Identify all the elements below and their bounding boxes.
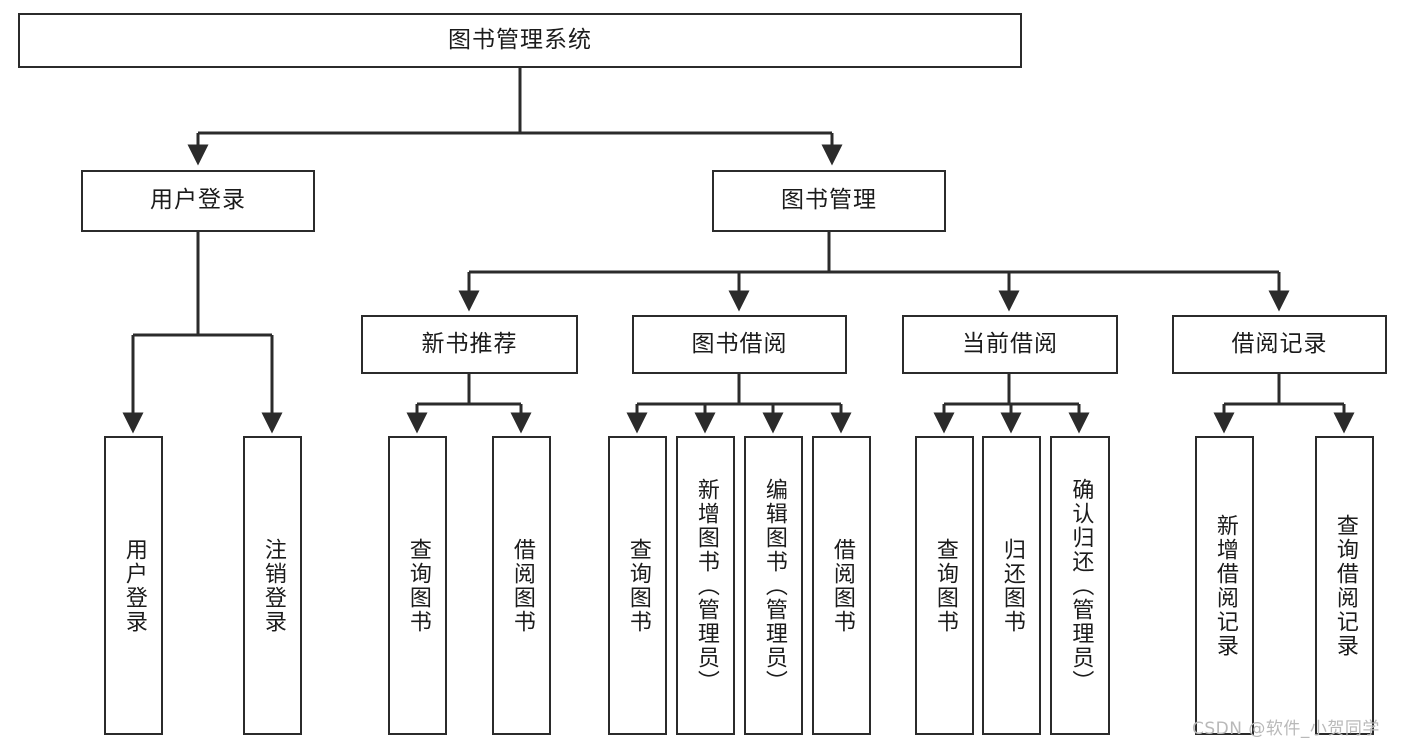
node-leaf-confirm-return-admin[interactable]: 确认归还（管理员） xyxy=(1050,436,1110,735)
node-label: 用户登录 xyxy=(150,187,246,214)
node-label: 图书借阅 xyxy=(691,330,788,357)
node-leaf-borrow-book-recommend[interactable]: 借阅图书 xyxy=(492,436,551,735)
node-leaf-edit-book-admin[interactable]: 编辑图书（管理员） xyxy=(744,436,803,735)
node-label: 当前借阅 xyxy=(962,330,1058,357)
node-leaf-query-borrow-record[interactable]: 查询借阅记录 xyxy=(1315,436,1374,735)
node-label: 查询图书 xyxy=(405,537,431,634)
node-leaf-query-book-recommend[interactable]: 查询图书 xyxy=(388,436,447,735)
node-book-management-system[interactable]: 图书管理系统 xyxy=(18,13,1022,68)
node-borrow-record[interactable]: 借阅记录 xyxy=(1172,315,1387,374)
node-leaf-return-book[interactable]: 归还图书 xyxy=(982,436,1041,735)
node-label: 查询借阅记录 xyxy=(1332,513,1358,658)
node-current-borrow[interactable]: 当前借阅 xyxy=(902,315,1118,374)
node-leaf-logout-login[interactable]: 注销登录 xyxy=(243,436,302,735)
node-label: 新增图书（管理员） xyxy=(693,477,719,694)
node-leaf-query-book-current[interactable]: 查询图书 xyxy=(915,436,974,735)
node-label: 查询图书 xyxy=(625,537,651,634)
node-leaf-user-login[interactable]: 用户登录 xyxy=(104,436,163,735)
node-label: 新书推荐 xyxy=(421,330,518,357)
node-label: 借阅图书 xyxy=(829,537,855,634)
node-label: 确认归还（管理员） xyxy=(1068,477,1094,694)
node-user-login[interactable]: 用户登录 xyxy=(81,170,315,232)
node-leaf-query-book-borrow[interactable]: 查询图书 xyxy=(608,436,667,735)
node-label: 编辑图书（管理员） xyxy=(761,477,787,694)
node-label: 用户登录 xyxy=(121,537,147,634)
node-label: 借阅图书 xyxy=(509,537,535,634)
node-label: 查询图书 xyxy=(932,537,958,634)
node-label: 归还图书 xyxy=(999,537,1025,634)
node-book-borrow[interactable]: 图书借阅 xyxy=(632,315,847,374)
node-leaf-add-borrow-record[interactable]: 新增借阅记录 xyxy=(1195,436,1254,735)
node-label: 图书管理系统 xyxy=(448,26,592,53)
node-leaf-borrow-book-borrow[interactable]: 借阅图书 xyxy=(812,436,871,735)
node-label: 借阅记录 xyxy=(1231,330,1328,357)
node-label: 图书管理 xyxy=(781,187,877,214)
node-label: 新增借阅记录 xyxy=(1212,513,1238,658)
node-book-management[interactable]: 图书管理 xyxy=(712,170,946,232)
node-leaf-add-book-admin[interactable]: 新增图书（管理员） xyxy=(676,436,735,735)
node-new-book-recommend[interactable]: 新书推荐 xyxy=(361,315,578,374)
node-label: 注销登录 xyxy=(260,537,286,634)
csdn-watermark: CSDN @软件_小贺同学 xyxy=(1192,719,1380,739)
